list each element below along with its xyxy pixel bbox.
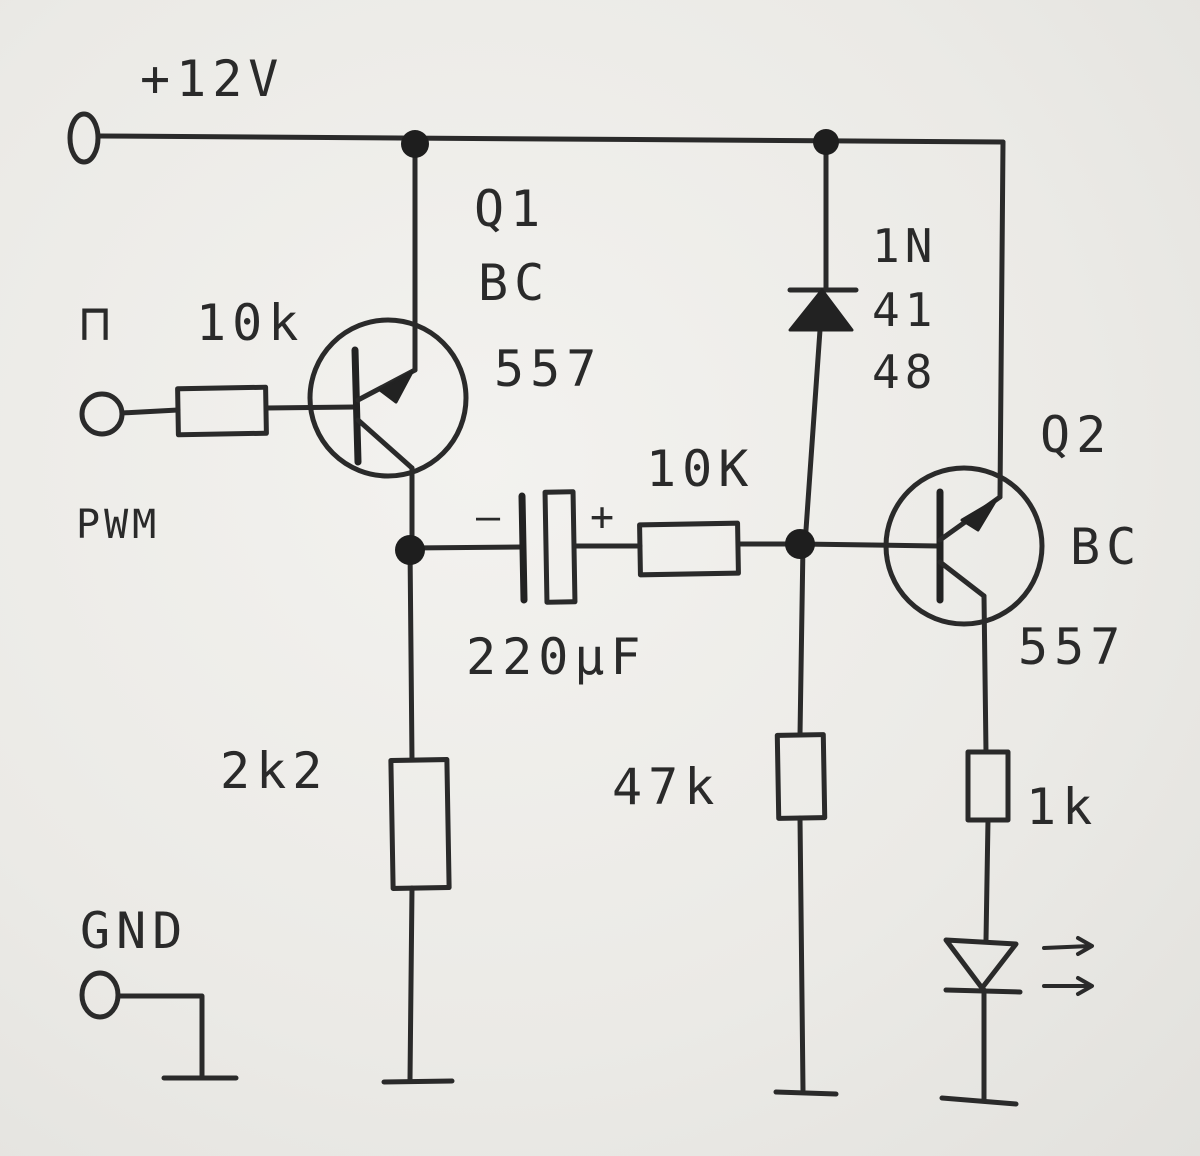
q2-type-label: BC	[1070, 518, 1142, 576]
ground-bar-2	[773, 1089, 839, 1097]
node1-to-cap	[407, 544, 525, 551]
capacitor-label: 220µF	[466, 628, 647, 686]
resistor-1k	[965, 749, 1011, 823]
ground-bar-1	[381, 1078, 455, 1085]
1k-to-led	[983, 817, 991, 943]
q1-name-label: Q1	[474, 180, 546, 238]
q2-name-label: Q2	[1040, 406, 1112, 464]
input-resistor-label: 10k	[196, 294, 304, 352]
junction-dot	[395, 535, 425, 565]
resistor-47k-label: 47k	[612, 758, 720, 816]
resistor-1k-label: 1k	[1026, 778, 1098, 836]
diode-to-node2	[802, 327, 823, 547]
diode-label-line2: 41	[872, 283, 937, 337]
q2-emitter-arrow-icon	[960, 498, 998, 532]
input-to-resistor	[119, 407, 181, 416]
led-symbol	[943, 936, 1094, 996]
ground-label: GND	[80, 902, 188, 960]
q1-type-number-label: 557	[494, 340, 602, 398]
q1-emitter-arrow-icon	[378, 370, 414, 404]
resistor-2k2-label: 2k2	[220, 742, 328, 800]
node2-to-47k	[797, 541, 806, 738]
diode-label-line1: 1N	[872, 219, 937, 273]
light-arrow-icon	[1042, 936, 1094, 956]
q2-type-number-label: 557	[1018, 618, 1126, 676]
supply-rail	[97, 133, 1006, 145]
node1-to-2k2	[407, 543, 415, 763]
light-arrow-icon	[1042, 976, 1094, 996]
ground-bar-3	[939, 1095, 1019, 1107]
resistor-series-10k	[637, 520, 741, 578]
2k2-to-ground	[407, 885, 415, 1083]
input-symbol-label: ⊓	[80, 294, 116, 352]
q1-type-label: BC	[478, 254, 550, 312]
cap-plus-label: +	[590, 494, 618, 540]
wires	[97, 133, 1019, 1107]
q2-emitter-wire	[997, 139, 1006, 500]
pwm-input-terminal[interactable]	[79, 391, 125, 437]
supply-label: +12V	[140, 50, 284, 108]
junction-dot	[785, 529, 815, 559]
gnd-terminal[interactable]	[79, 970, 121, 1020]
series-resistor-label: 10K	[646, 440, 754, 498]
transistor-q1-symbol	[307, 317, 469, 479]
junction-dot	[813, 129, 839, 155]
resistor-input-10k	[175, 384, 269, 438]
cap-minus-label: –	[476, 494, 504, 540]
47k-to-ground	[797, 815, 806, 1093]
diode-1n4148-symbol	[787, 287, 859, 332]
input-name-label: PWM	[76, 502, 160, 548]
gnd-terminal-wire	[117, 993, 205, 1079]
supply-terminal[interactable]	[67, 111, 101, 165]
junction-dot	[401, 130, 429, 158]
node2-to-q2-base	[797, 541, 941, 549]
diode-label-line3: 48	[872, 345, 937, 399]
resistor-47k	[774, 732, 828, 821]
capacitor-220uf-symbol	[518, 489, 578, 605]
transistor-q2-symbol	[883, 465, 1045, 627]
resistor-2k2	[388, 757, 452, 891]
